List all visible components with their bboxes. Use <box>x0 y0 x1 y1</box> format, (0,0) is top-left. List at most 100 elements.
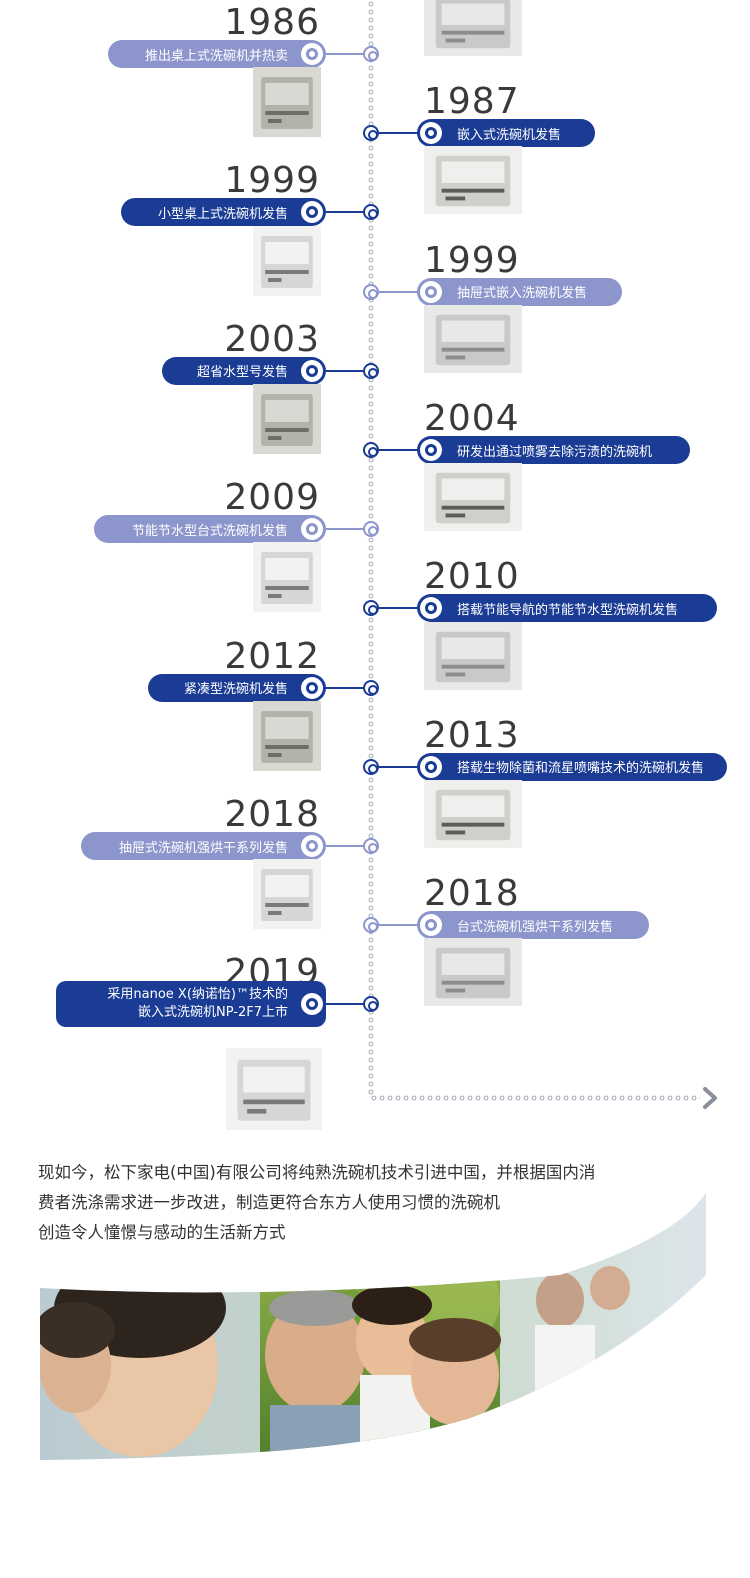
intro-line-1: 现如今，松下家电(中国)有限公司将纯熟洗碗机技术引进中国，并根据国内消 <box>38 1163 596 1182</box>
milestone-marker-icon <box>301 835 323 857</box>
timeline-node-icon <box>363 758 379 775</box>
timeline-year: 1987 <box>424 81 520 123</box>
milestone-text: 台式洗碗机强烘干系列发售 <box>457 919 614 935</box>
milestone-connector <box>372 924 418 927</box>
wood-cabinet-dishwasher-photo <box>253 859 321 930</box>
milestone-marker-icon <box>420 597 442 620</box>
timeline-milestone: 搭载生物除菌和流星喷嘴技术的洗碗机发售 <box>417 752 727 781</box>
timeline-node-icon <box>363 46 379 62</box>
built-in-dishwasher-photo <box>424 146 522 215</box>
dishwasher-kitchen-photo <box>424 0 522 56</box>
intro-line-3: 创造令人憧憬与感动的生活新方式 <box>38 1223 286 1242</box>
milestone-text: 超省水型号发售 <box>196 365 288 381</box>
milestone-connector <box>372 290 418 293</box>
milestone-marker-icon <box>420 280 442 303</box>
milestone-connector <box>372 765 418 768</box>
timeline-milestone: 台式洗碗机强烘干系列发售 <box>417 911 649 940</box>
timeline-milestone: 推出桌上式洗碗机并热卖 <box>107 40 326 68</box>
timeline-year: 2009 <box>224 477 320 519</box>
orange-drawer-dishwasher-photo <box>424 463 522 532</box>
timeline-milestone: 小型桌上式洗碗机发售 <box>121 198 326 227</box>
milestone-connector <box>372 132 418 135</box>
timeline-node-icon <box>363 362 379 379</box>
milestone-connector <box>326 53 372 55</box>
milestone-text: 节能节水型台式洗碗机发售 <box>131 523 288 539</box>
countertop-dishwasher-photo <box>253 67 321 138</box>
timeline-milestone: 抽屉式嵌入洗碗机发售 <box>417 277 622 306</box>
white-compact-dishwasher-photo <box>424 938 522 1007</box>
timeline-node-icon <box>363 283 379 300</box>
timeline-node-icon <box>363 996 379 1013</box>
timeline-year: 2012 <box>224 635 320 677</box>
timeline-year: 2018 <box>424 873 520 915</box>
timeline-year: 2018 <box>224 794 320 835</box>
milestone-connector <box>326 686 372 689</box>
timeline-year: 2013 <box>424 714 520 756</box>
milestone-marker-icon <box>301 676 323 699</box>
milestone-connector <box>326 211 372 214</box>
milestone-marker-icon <box>420 439 442 461</box>
drawer-dishwasher-photo <box>424 304 522 373</box>
timeline-node-icon <box>363 838 379 854</box>
timeline-year: 1986 <box>224 2 320 43</box>
milestone-text: 抽屉式嵌入洗碗机发售 <box>457 286 588 302</box>
intro-text: 现如今，松下家电(中国)有限公司将纯熟洗碗机技术引进中国，并根据国内消 费者洗涤… <box>38 1158 728 1248</box>
timeline-year: 2004 <box>424 398 520 439</box>
compact-dishwasher-photo <box>253 225 321 296</box>
timeline-node-icon <box>363 204 379 221</box>
milestone-marker-icon <box>301 993 323 1016</box>
milestone-marker-icon <box>420 122 442 145</box>
timeline-milestone: 紧凑型洗碗机发售 <box>148 673 326 702</box>
timeline-year: 2003 <box>224 318 320 360</box>
history-timeline: 1986 推出桌上式洗碗机并热卖 1987 嵌入式洗碗机发售 1999 小型桌上式洗碗机发… <box>56 0 727 1130</box>
timeline-node-icon <box>363 521 379 538</box>
family-photo-banner <box>40 1192 706 1460</box>
open-drawer-dishwasher-photo <box>424 621 522 690</box>
intro-line-2: 费者洗涤需求进一步改进，制造更符合东方人使用习惯的洗碗机 <box>38 1193 500 1212</box>
timeline-year: 1999 <box>224 160 320 202</box>
milestone-text: 搭载生物除菌和流星喷嘴技术的洗碗机发售 <box>457 761 705 777</box>
milestone-marker-icon <box>301 518 323 541</box>
milestone-text: 紧凑型洗碗机发售 <box>183 682 288 698</box>
timeline-year: 2010 <box>424 556 520 598</box>
milestone-text: 抽屉式洗碗机强烘干系列发售 <box>118 840 288 856</box>
milestone-marker-icon <box>301 201 323 224</box>
milestone-marker-icon <box>420 914 442 937</box>
milestone-connector <box>326 369 372 372</box>
timeline-milestone: 节能节水型台式洗碗机发售 <box>94 515 326 544</box>
timeline-node-icon <box>363 442 379 458</box>
milestone-marker-icon <box>420 755 442 778</box>
timeline-node-icon <box>363 679 379 696</box>
timeline-milestone: 超省水型号发售 <box>161 356 326 385</box>
milestone-text: 推出桌上式洗碗机并热卖 <box>144 48 288 64</box>
milestone-connector <box>326 528 372 531</box>
milestone-marker-icon <box>301 359 323 382</box>
timeline-end-line <box>370 1094 700 1102</box>
timeline-milestone: 嵌入式洗碗机发售 <box>417 119 595 148</box>
milestone-text: 嵌入式洗碗机发售 <box>457 127 562 143</box>
black-built-in-dishwasher-photo <box>226 1048 322 1130</box>
silver-dishwasher-photo <box>253 384 321 454</box>
milestone-text: 研发出通过喷雾去除污渍的洗碗机 <box>457 444 653 460</box>
milestone-connector <box>326 845 372 847</box>
milestone-connector <box>326 1003 372 1006</box>
timeline-milestone: 抽屉式洗碗机强烘干系列发售 <box>80 832 326 860</box>
dark-door-dishwasher-photo <box>253 542 321 613</box>
timeline-spine <box>368 0 374 1098</box>
milestone-connector <box>372 607 418 610</box>
milestone-text: 采用nanoe X(纳诺怡)™技术的 嵌入式洗碗机NP-2F7上市 <box>107 987 288 1021</box>
white-drawer-dishwasher-photo <box>424 780 522 848</box>
milestone-connector <box>372 449 418 451</box>
timeline-milestone: 研发出通过喷雾去除污渍的洗碗机 <box>417 436 690 464</box>
timeline-node-icon <box>363 600 379 617</box>
milestone-text: 搭载节能导航的节能节水型洗碗机发售 <box>457 602 679 618</box>
milestone-text: 小型桌上式洗碗机发售 <box>157 206 288 222</box>
timeline-node-icon <box>363 125 379 142</box>
white-countertop-dishwasher-photo <box>253 700 321 771</box>
timeline-year: 1999 <box>424 239 520 281</box>
milestone-marker-icon <box>301 43 323 65</box>
timeline-milestone: 采用nanoe X(纳诺怡)™技术的 嵌入式洗碗机NP-2F7上市 <box>56 981 326 1028</box>
timeline-milestone: 搭载节能导航的节能节水型洗碗机发售 <box>417 594 717 623</box>
chevron-right-icon[interactable] <box>700 1086 722 1110</box>
timeline-node-icon <box>363 917 379 934</box>
